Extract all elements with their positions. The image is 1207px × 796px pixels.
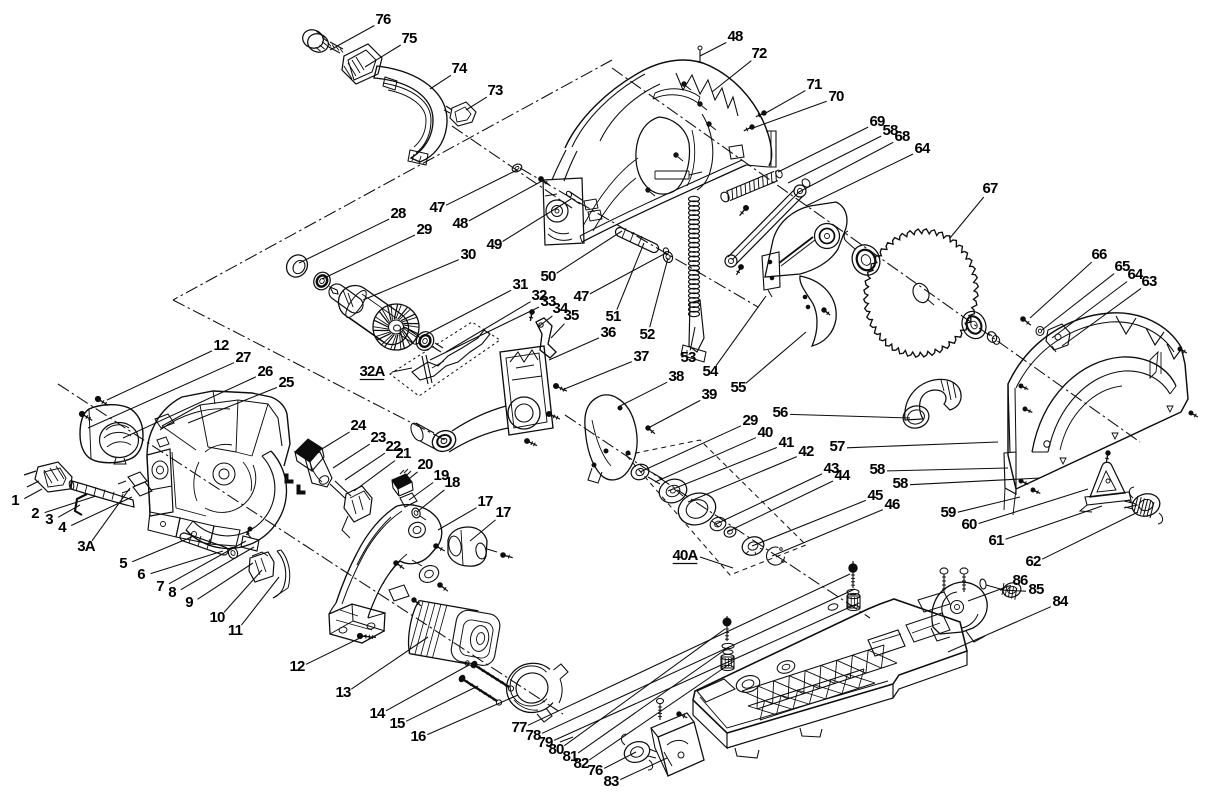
svg-text:30: 30 [460, 246, 476, 263]
svg-text:64: 64 [914, 140, 931, 157]
svg-text:81: 81 [562, 748, 578, 765]
svg-text:12: 12 [289, 658, 305, 675]
svg-text:25: 25 [278, 374, 294, 391]
svg-text:37: 37 [633, 348, 649, 365]
svg-text:76: 76 [375, 11, 391, 28]
svg-text:7: 7 [156, 578, 164, 595]
svg-text:26: 26 [257, 363, 273, 380]
svg-text:42: 42 [798, 443, 814, 460]
svg-text:6: 6 [137, 566, 145, 583]
svg-text:57: 57 [829, 438, 845, 455]
svg-text:40: 40 [757, 424, 773, 441]
svg-text:1: 1 [11, 492, 19, 509]
svg-text:66: 66 [1091, 246, 1107, 263]
svg-text:70: 70 [828, 88, 844, 105]
svg-text:20: 20 [417, 456, 433, 473]
svg-text:58: 58 [882, 122, 898, 139]
svg-text:10: 10 [209, 609, 225, 626]
svg-text:3: 3 [45, 511, 53, 528]
svg-text:29: 29 [416, 221, 432, 238]
svg-text:17: 17 [495, 504, 511, 521]
svg-text:48: 48 [727, 28, 743, 45]
svg-text:54: 54 [702, 363, 719, 380]
svg-text:71: 71 [806, 76, 822, 93]
svg-text:78: 78 [525, 727, 541, 744]
svg-text:83: 83 [603, 773, 619, 790]
svg-text:41: 41 [778, 434, 794, 451]
svg-text:32A: 32A [359, 363, 385, 380]
svg-text:17: 17 [477, 493, 493, 510]
svg-text:77: 77 [511, 719, 527, 736]
svg-text:31: 31 [512, 276, 528, 293]
svg-text:19: 19 [433, 467, 449, 484]
svg-text:4: 4 [58, 519, 67, 536]
svg-text:18: 18 [444, 474, 460, 491]
svg-text:50: 50 [540, 268, 556, 285]
svg-text:82: 82 [573, 755, 589, 772]
svg-text:75: 75 [401, 30, 417, 47]
svg-text:13: 13 [335, 684, 351, 701]
svg-text:47: 47 [429, 199, 445, 216]
svg-text:14: 14 [369, 705, 386, 722]
svg-text:62: 62 [1025, 553, 1041, 570]
svg-text:79: 79 [537, 734, 553, 751]
svg-text:59: 59 [940, 504, 956, 521]
svg-text:2: 2 [31, 505, 39, 522]
svg-text:84: 84 [1052, 593, 1069, 610]
svg-text:43: 43 [823, 460, 839, 477]
svg-text:74: 74 [451, 60, 468, 77]
svg-text:12: 12 [213, 337, 229, 354]
svg-text:38: 38 [668, 368, 684, 385]
svg-text:45: 45 [867, 487, 883, 504]
svg-text:63: 63 [1141, 273, 1157, 290]
svg-text:52: 52 [639, 326, 655, 343]
svg-text:49: 49 [486, 236, 502, 253]
svg-text:16: 16 [410, 728, 426, 745]
svg-text:73: 73 [487, 82, 503, 99]
svg-text:64: 64 [1127, 266, 1144, 283]
svg-text:35: 35 [563, 307, 579, 324]
svg-text:15: 15 [389, 715, 405, 732]
svg-text:61: 61 [988, 532, 1004, 549]
svg-text:5: 5 [119, 555, 127, 572]
svg-text:86: 86 [1012, 572, 1028, 589]
svg-text:46: 46 [884, 496, 900, 513]
svg-text:21: 21 [395, 445, 411, 462]
svg-text:24: 24 [350, 417, 367, 434]
svg-text:28: 28 [390, 205, 406, 222]
svg-text:40A: 40A [672, 547, 698, 564]
svg-text:39: 39 [701, 386, 717, 403]
svg-text:80: 80 [548, 741, 564, 758]
svg-text:32: 32 [531, 287, 547, 304]
svg-text:9: 9 [185, 594, 193, 611]
svg-text:23: 23 [370, 429, 386, 446]
svg-text:55: 55 [730, 379, 746, 396]
svg-text:3A: 3A [77, 538, 96, 555]
svg-text:34: 34 [552, 300, 569, 317]
svg-text:60: 60 [961, 516, 977, 533]
svg-text:58: 58 [869, 461, 885, 478]
svg-text:22: 22 [385, 438, 401, 455]
svg-text:65: 65 [1114, 258, 1130, 275]
svg-text:47: 47 [573, 288, 589, 305]
svg-text:33: 33 [540, 293, 556, 310]
svg-text:68: 68 [894, 128, 910, 145]
svg-text:51: 51 [605, 308, 621, 325]
svg-text:36: 36 [600, 324, 616, 341]
svg-text:67: 67 [982, 180, 998, 197]
svg-text:69: 69 [869, 113, 885, 130]
svg-text:11: 11 [228, 622, 243, 639]
svg-text:58: 58 [892, 475, 908, 492]
svg-text:56: 56 [772, 404, 788, 421]
svg-text:29: 29 [742, 412, 758, 429]
svg-text:76: 76 [587, 762, 603, 779]
svg-text:72: 72 [751, 45, 767, 62]
svg-text:85: 85 [1028, 581, 1044, 598]
svg-text:8: 8 [168, 584, 176, 601]
svg-text:27: 27 [235, 349, 251, 366]
svg-text:44: 44 [834, 467, 851, 484]
svg-text:48: 48 [452, 215, 468, 232]
